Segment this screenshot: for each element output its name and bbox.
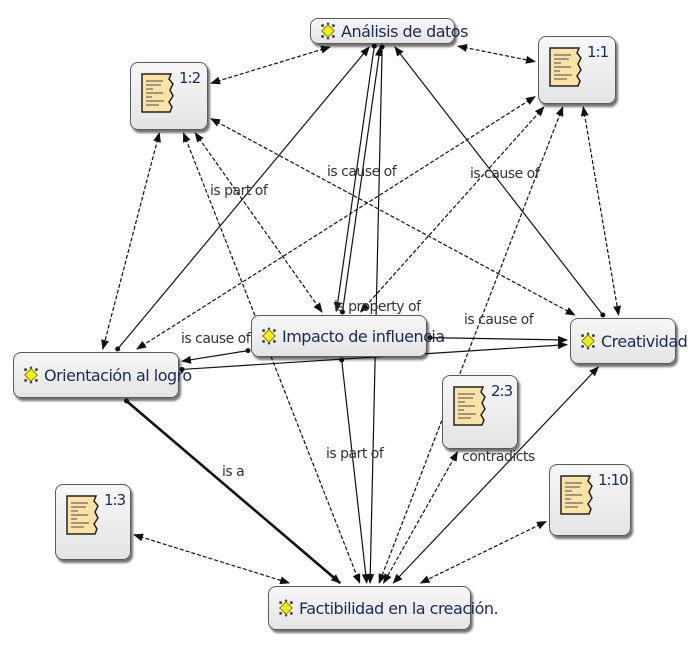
edge-memo12-to-analisis[interactable] [210,45,331,85]
code-diamond-icon [321,22,335,40]
edge-memo12-to-factibilidad[interactable] [182,132,361,584]
code-node-analisis-de-datos[interactable]: Análisis de datos [310,18,468,44]
edge-memo11-to-impacto[interactable] [359,106,545,313]
edge-label-is-cause-of: is cause of [327,164,397,180]
edge-memo11-to-creatividad[interactable] [580,106,622,316]
quotation-id: 1:2 [179,69,201,87]
quotation-node-1-1[interactable]: 1:1 [538,36,616,104]
edge-memo12-to-orientacion[interactable] [101,132,161,350]
edge-label-is-part-of: is part of [210,183,268,199]
edge-label-is-cause-of: is cause of [464,312,534,328]
edge-memo12-to-impacto[interactable] [194,132,323,313]
edge-memo13-to-factibilidad[interactable] [133,533,291,585]
edge-impacto-to-factibilidad[interactable] [339,357,370,584]
code-node-orientacion-al-logro[interactable]: Orientación al logro [13,352,192,398]
quotation-document-icon [560,475,593,515]
code-node-impacto-de-influencia[interactable]: Impacto de influencia [251,315,445,357]
quotation-id: 1:3 [104,491,126,509]
edge-memo23-to-factibilidad[interactable] [383,451,458,584]
node-label: Factibilidad en la creación. [299,598,499,618]
code-diamond-icon [262,327,276,345]
edge-orientacion-to-factibilidad[interactable] [124,398,341,584]
code-diamond-icon [279,599,293,617]
node-label: Creatividad [601,331,688,351]
edge-memo11-to-factibilidad[interactable] [378,106,564,584]
edge-analisis-to-memo11[interactable] [457,43,536,64]
code-node-factibilidad-en-la-creacion[interactable]: Factibilidad en la creación. [268,586,499,630]
node-label: Impacto de influencia [282,326,445,346]
edge-impacto-to-creatividad[interactable] [427,335,568,344]
quotation-document-icon [141,73,174,113]
quotation-id: 1:1 [587,43,609,61]
quotation-node-1-2[interactable]: 1:2 [130,62,208,130]
edge-label-is-a: is a [222,464,245,480]
quotation-document-icon [453,386,486,426]
quotation-document-icon [549,47,582,87]
quotation-node-1-10[interactable]: 1:10 [549,464,631,536]
code-diamond-icon [581,332,595,350]
edge-label-is-cause-of: is cause of [470,166,540,182]
edge-label-contradicts: contradicts [462,449,535,465]
quotation-node-2-3[interactable]: 2:3 [442,375,518,449]
code-node-creatividad[interactable]: Creatividad [570,318,688,364]
code-diamond-icon [24,366,38,384]
quotation-document-icon [66,495,99,535]
quotation-id: 1:10 [598,471,629,489]
edge-memo110-to-factibilidad[interactable] [419,521,547,584]
node-label: Orientación al logro [44,365,192,385]
quotation-node-1-3[interactable]: 1:3 [55,484,131,560]
edge-label-is-part-of: is part of [326,446,384,462]
edge-impacto-to-orientacion[interactable] [181,348,251,364]
edge-label-is-cause-of: is cause of [181,331,251,347]
edge-label-is-property-of: is property of [334,299,421,315]
quotation-id: 2:3 [491,382,513,400]
node-label: Análisis de datos [341,21,468,41]
